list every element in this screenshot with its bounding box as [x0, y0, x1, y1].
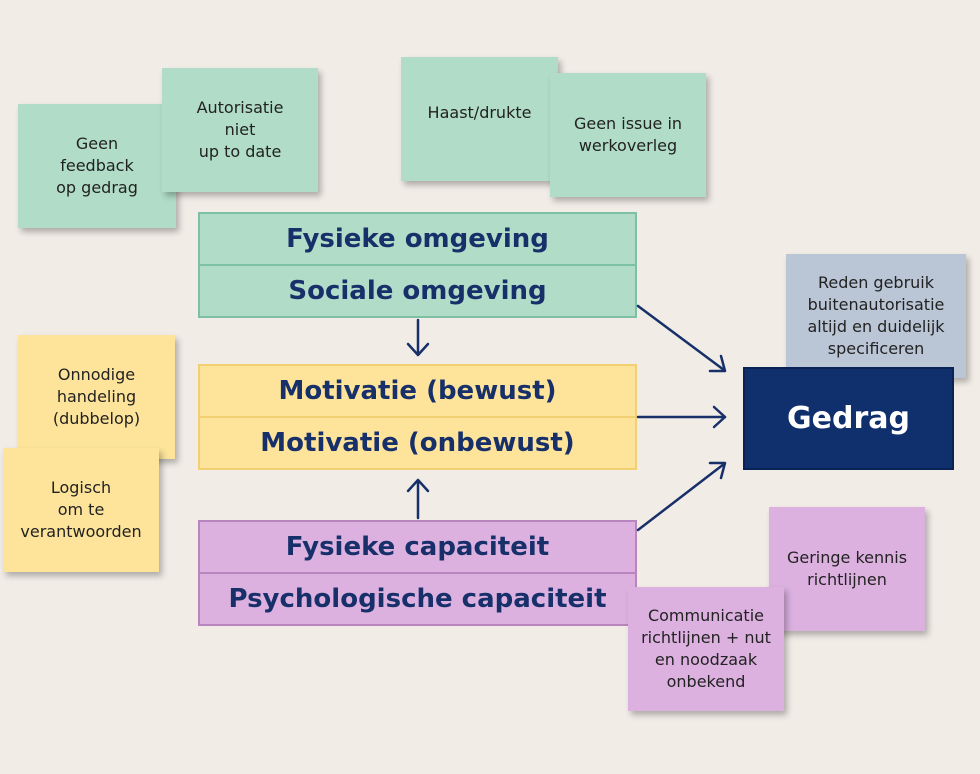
- note-logisch: Logisch om te verantwoorden: [3, 448, 159, 572]
- band-motivatie-onbewust: Motivatie (onbewust): [198, 416, 637, 470]
- arrow-omgeving-to-motivatie: [406, 318, 430, 357]
- note-onnodige-handeling: Onnodige handeling (dubbelop): [18, 335, 175, 459]
- note-communicatie: Communicatie richtlijnen + nut en noodza…: [628, 587, 784, 711]
- band-fysieke-omgeving: Fysieke omgeving: [198, 212, 637, 266]
- arrow-capaciteit-to-gedrag: [636, 461, 727, 532]
- band-motivatie-bewust: Motivatie (bewust): [198, 364, 637, 418]
- band-psychologische-capaciteit: Psychologische capaciteit: [198, 572, 637, 626]
- note-haast-drukte: Haast/drukte: [401, 57, 558, 181]
- note-reden-gebruik: Reden gebruik buitenautorisatie altijd e…: [786, 254, 966, 378]
- note-geen-feedback: Geen feedback op gedrag: [18, 104, 176, 228]
- arrow-omgeving-to-gedrag: [636, 304, 727, 373]
- note-geringe-kennis: Geringe kennis richtlijnen: [769, 507, 925, 631]
- arrow-motivatie-to-gedrag: [636, 405, 727, 429]
- note-geen-issue: Geen issue in werkoverleg: [550, 73, 706, 197]
- gedrag-box: Gedrag: [743, 367, 954, 470]
- arrow-capaciteit-to-motivatie: [406, 478, 430, 520]
- band-sociale-omgeving: Sociale omgeving: [198, 264, 637, 318]
- note-autorisatie: Autorisatie niet up to date: [162, 68, 318, 192]
